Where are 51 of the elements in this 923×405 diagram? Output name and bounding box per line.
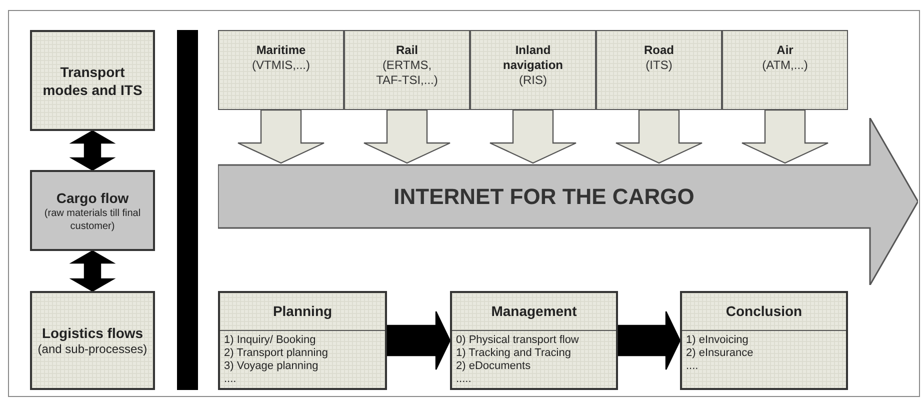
process-panel: [218, 291, 387, 390]
list-item: 0) Physical transport flow: [456, 334, 580, 347]
mode-systems: (ATM,...): [762, 58, 808, 73]
list-item: 1) Tracking and Tracing: [456, 347, 572, 360]
transport-mode-box: [470, 30, 596, 110]
panel-title: Management: [491, 302, 577, 321]
box-title: Cargo flow: [56, 188, 129, 206]
mode-title: Air: [776, 43, 794, 58]
hollow-down-arrow: [237, 109, 325, 164]
hollow-down-arrow: [615, 109, 703, 164]
arrow-title: INTERNET FOR THE CARGO: [394, 183, 694, 211]
mode-systems: (RIS): [519, 73, 547, 88]
list-item: ....: [224, 373, 238, 386]
mode-title: Inland navigation: [502, 43, 564, 73]
list-item: 1) Inquiry/ Booking: [224, 334, 317, 347]
panel-title: Conclusion: [726, 302, 802, 321]
list-item: 2) eDocuments: [456, 360, 532, 373]
separator-bar: [177, 30, 198, 390]
box-title: Transport modes and ITS: [42, 62, 144, 98]
block-arrow: [386, 310, 451, 370]
list-item: .....: [456, 373, 472, 386]
mode-systems: (VTMIS,...): [252, 58, 310, 73]
list-item: ....: [686, 360, 700, 373]
hollow-down-arrow: [363, 109, 451, 164]
list-item: 2) Transport planning: [224, 347, 329, 360]
hollow-down-arrow: [741, 109, 829, 164]
transport-mode-box: [596, 30, 722, 110]
box-subtitle: (and sub-processes): [38, 342, 148, 357]
process-box: [30, 30, 155, 131]
list-item: 2) eInsurance: [686, 347, 754, 360]
transport-mode-box: [218, 30, 344, 110]
transport-mode-box: [344, 30, 470, 110]
list-item: 1) eInvoicing: [686, 334, 750, 347]
double-arrow: [69, 250, 116, 292]
process-panel: [680, 291, 848, 390]
process-box: [30, 170, 155, 251]
mode-systems: (ERTMS, TAF-TSI,...): [375, 58, 439, 88]
process-panel: [450, 291, 618, 390]
transport-mode-box: [722, 30, 848, 110]
mode-title: Maritime: [256, 43, 306, 58]
mode-systems: (ITS): [646, 58, 672, 73]
box-title: Logistics flows: [42, 324, 144, 342]
mode-title: Rail: [396, 43, 418, 58]
panel-title: Planning: [272, 302, 332, 321]
block-arrow: [617, 310, 681, 370]
mode-title: Road: [644, 43, 674, 58]
hollow-down-arrow: [489, 109, 577, 164]
double-arrow: [69, 130, 116, 171]
box-subtitle: (raw materials till final customer): [43, 206, 142, 232]
process-box: [30, 291, 155, 390]
list-item: 3) Voyage planning: [224, 360, 320, 373]
